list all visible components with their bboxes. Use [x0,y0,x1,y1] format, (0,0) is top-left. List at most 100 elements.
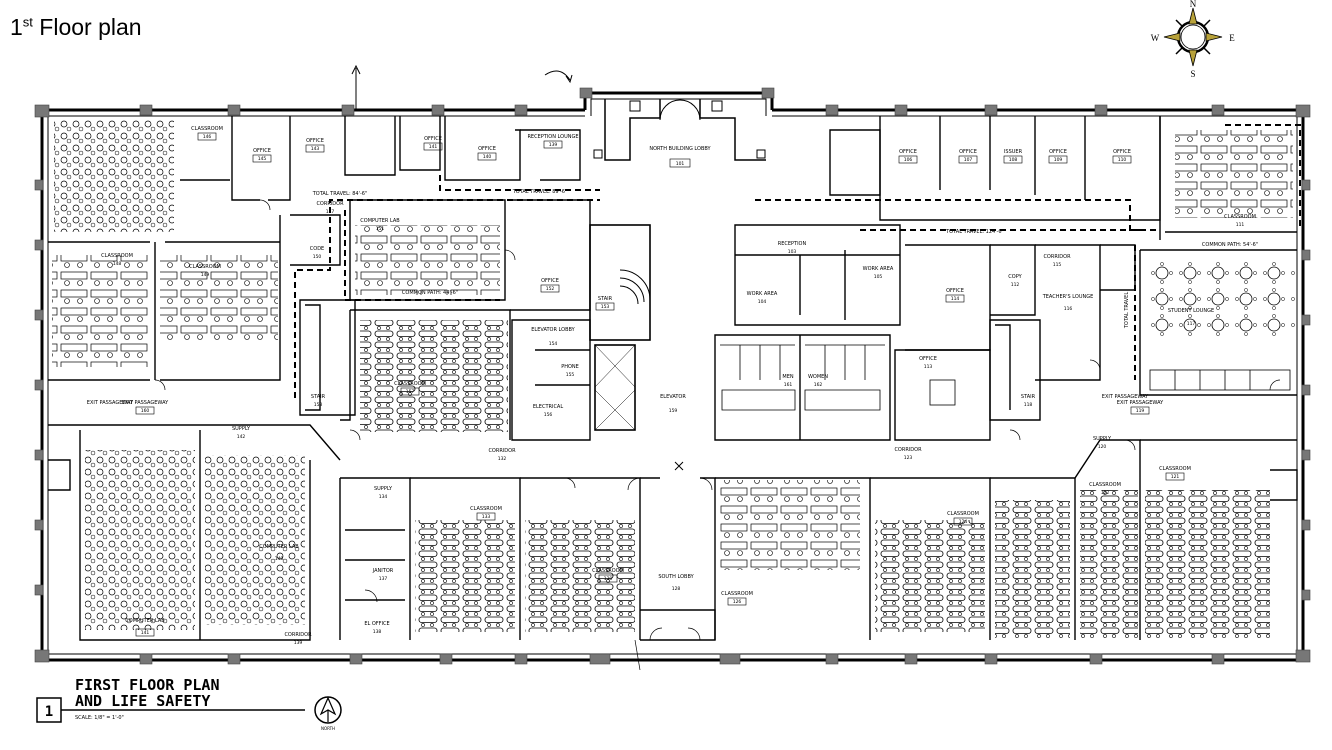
title-line-2: AND LIFE SAFETY [75,692,210,710]
svg-text:STAIR: STAIR [1021,394,1036,400]
svg-text:CLASSROOM: CLASSROOM [101,253,133,259]
title-block: 1 FIRST FLOOR PLAN AND LIFE SAFETY SCALE… [36,676,342,731]
svg-text:NORTH: NORTH [321,726,335,731]
room-128: SOUTH LOBBY 128 [658,574,694,592]
svg-text:110: 110 [1118,157,1127,163]
svg-text:CORRIDOR: CORRIDOR [284,632,312,638]
svg-text:NORTH BUILDING LOBBY: NORTH BUILDING LOBBY [649,146,711,152]
svg-text:154: 154 [549,341,558,347]
svg-text:MEN: MEN [782,374,793,380]
svg-text:RECEPTION LOUNGE: RECEPTION LOUNGE [527,134,578,140]
exit-arrows [351,64,684,671]
svg-text:SUPPLY: SUPPLY [374,486,393,492]
svg-text:130: 130 [604,576,613,582]
svg-text:122: 122 [1101,490,1110,496]
svg-text:148: 148 [113,261,122,267]
walls-south [48,424,1298,641]
door-swings [154,199,1281,641]
svg-text:PHONE: PHONE [561,364,579,370]
svg-text:126: 126 [733,599,742,605]
svg-text:WORK AREA: WORK AREA [747,291,778,297]
classroom-124-seating [875,520,985,632]
title-line-1: FIRST FLOOR PLAN [75,676,220,694]
svg-text:101: 101 [676,161,685,167]
classroom-122-seating-b [1080,490,1138,638]
classroom-133-seating [415,520,515,632]
room-123: CORRIDOR 123 [894,447,922,461]
svg-text:ELEVATOR LOBBY: ELEVATOR LOBBY [531,327,575,333]
restrooms [714,334,891,441]
svg-text:CLASSROOM: CLASSROOM [189,264,221,270]
compass-rose: N S E W [1151,0,1236,79]
room-150: CODE 150 [310,246,324,260]
svg-text:TEACHER'S LOUNGE: TEACHER'S LOUNGE [1042,294,1094,300]
compass-e: E [1229,33,1235,43]
svg-text:111: 111 [1236,222,1245,228]
svg-text:137: 137 [379,576,388,582]
svg-text:SUPPLY: SUPPLY [232,426,251,432]
svg-text:EXIT PASSAGEWAY: EXIT PASSAGEWAY [87,400,134,406]
svg-text:123: 123 [904,455,913,461]
svg-text:CORRIDOR: CORRIDOR [1043,254,1071,260]
svg-text:EXIT PASSAGEWAY: EXIT PASSAGEWAY [1102,394,1149,400]
svg-text:COMPUTER LAB: COMPUTER LAB [125,618,165,624]
classroom-149-seating [160,255,278,343]
svg-text:WORK AREA: WORK AREA [863,266,894,272]
title-scale: SCALE: 1/8" = 1'-0" [75,715,124,721]
svg-text:140: 140 [483,154,492,160]
svg-text:134: 134 [379,494,388,500]
svg-text:150: 150 [313,254,322,260]
svg-text:152: 152 [546,286,555,292]
svg-text:112: 112 [1011,282,1020,288]
classroom-111-seating [1175,130,1293,218]
svg-text:104: 104 [758,299,767,305]
svg-text:108: 108 [1009,157,1018,163]
svg-text:COMMON PATH: 54'-6": COMMON PATH: 54'-6" [1202,242,1258,248]
compass-n: N [1190,0,1197,9]
svg-text:EXIT PASSAGEWAY: EXIT PASSAGEWAY [122,400,169,406]
svg-text:CLASSROOM: CLASSROOM [947,511,979,517]
classroom-126-desks [720,480,860,570]
svg-text:ELECTRICAL: ELECTRICAL [533,404,564,410]
svg-text:EL OFFICE: EL OFFICE [364,621,389,627]
svg-text:128: 128 [672,586,681,592]
north-lobby [593,99,766,159]
svg-text:116: 116 [1064,306,1073,312]
svg-text:ELEVATOR: ELEVATOR [660,394,686,400]
svg-text:CORRIDOR: CORRIDOR [894,447,922,453]
svg-text:SOUTH LOBBY: SOUTH LOBBY [658,574,694,580]
compass-w: W [1151,33,1160,43]
classroom-157-seating [360,320,508,432]
svg-text:STAIR: STAIR [311,394,326,400]
room-number-boxes [135,132,1185,637]
svg-text:162: 162 [814,382,823,388]
svg-text:117: 117 [1187,321,1196,327]
svg-text:140: 140 [275,556,284,562]
svg-text:SUPPLY: SUPPLY [1093,436,1112,442]
svg-text:CODE: CODE [310,246,324,252]
room-104: WORK AREA 104 [747,291,778,305]
